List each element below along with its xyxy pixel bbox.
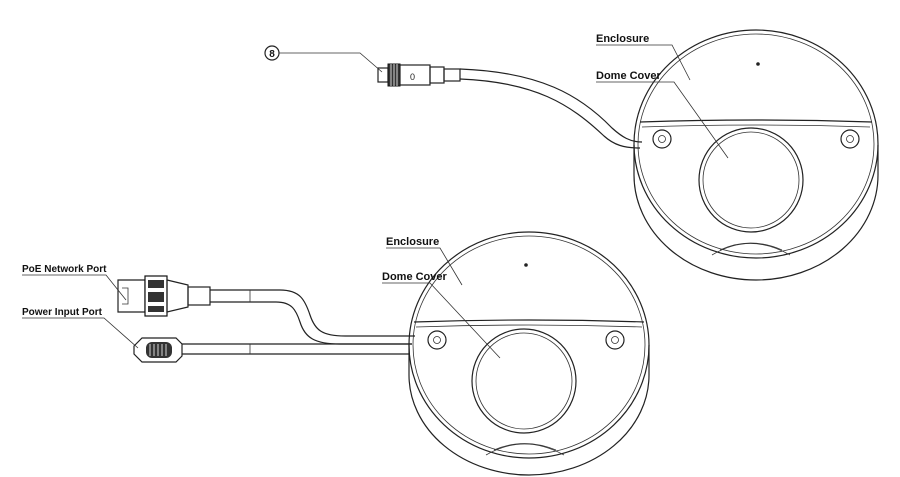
top-camera-base bbox=[633, 145, 879, 281]
bottom-camera-dome-cover bbox=[471, 328, 577, 434]
bottom-camera-screw-left bbox=[427, 330, 447, 350]
bottom-camera-screw-right bbox=[605, 330, 625, 350]
svg-text:0: 0 bbox=[410, 72, 415, 82]
top-dome-cover-label: Dome Cover bbox=[596, 70, 662, 82]
connector-callout-number: 8 bbox=[269, 49, 275, 60]
bottom-dome-cover-label: Dome Cover bbox=[382, 271, 448, 283]
power-connector bbox=[133, 337, 183, 363]
top-camera-cable bbox=[459, 68, 643, 143]
bottom-camera-poe-cable bbox=[210, 289, 415, 337]
bottom-camera-enclosure bbox=[408, 231, 650, 459]
bottom-camera: Enclosure Dome Cover PoE Network Port Po… bbox=[22, 231, 650, 476]
poe-connector bbox=[117, 275, 211, 317]
top-camera-dome-cover bbox=[698, 127, 804, 233]
top-camera-connector: 0 bbox=[377, 63, 461, 87]
top-camera-screw-right bbox=[840, 129, 860, 149]
top-camera-screw-left bbox=[652, 129, 672, 149]
connector-callout: 8 bbox=[264, 45, 383, 73]
top-enclosure-label: Enclosure bbox=[596, 33, 649, 45]
bottom-enclosure-label: Enclosure bbox=[386, 236, 439, 248]
top-camera: 0 8 Enclosure Dome Cover bbox=[264, 29, 879, 281]
poe-network-port-label: PoE Network Port bbox=[22, 264, 107, 275]
bottom-camera-base bbox=[408, 345, 650, 476]
top-camera-enclosure bbox=[633, 29, 879, 259]
power-input-port-label: Power Input Port bbox=[22, 307, 103, 318]
